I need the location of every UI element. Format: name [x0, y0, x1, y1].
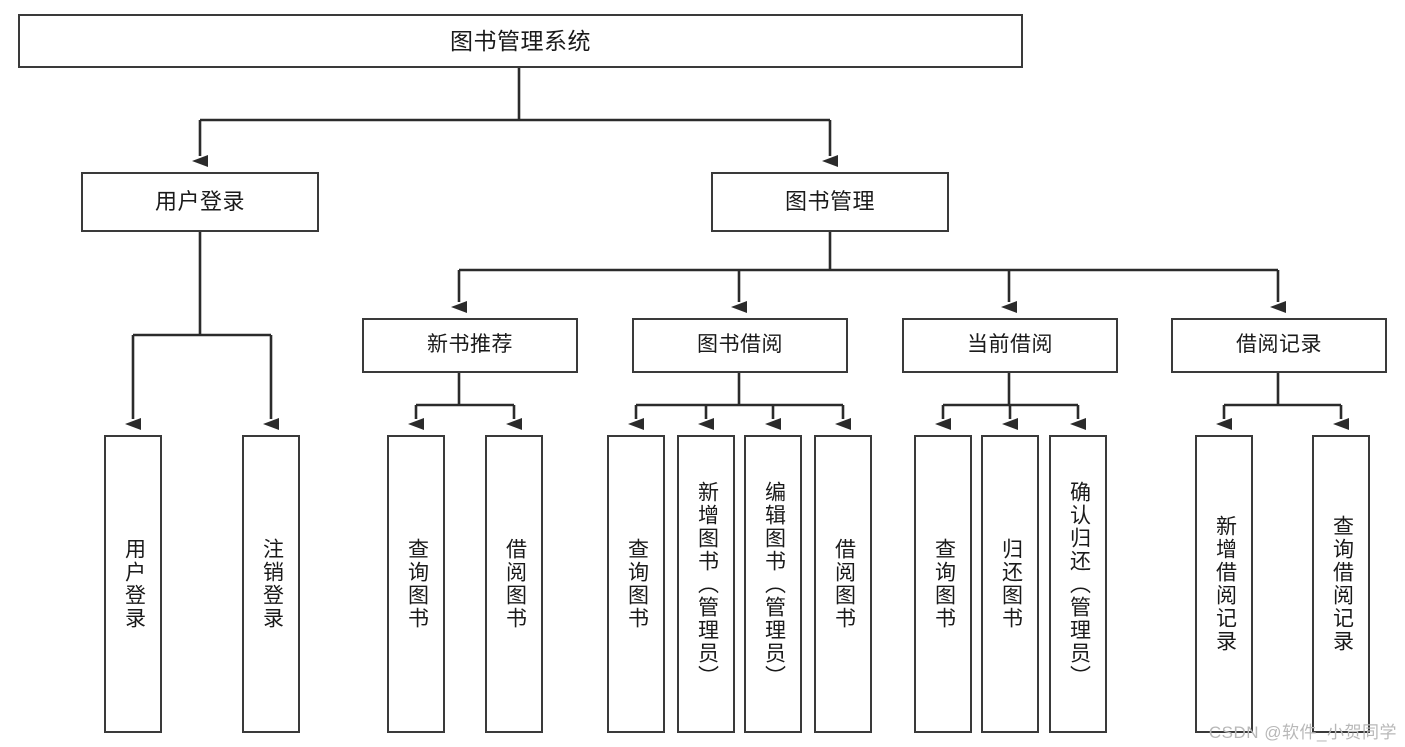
- leaf-new-book-query[interactable]: 查询图书: [387, 435, 445, 733]
- leaf-current-query-book[interactable]: 查询图书: [914, 435, 972, 733]
- node-book-management[interactable]: 图书管理: [711, 172, 949, 232]
- leaf-borrow-edit-book[interactable]: 编辑图书（管理员）: [744, 435, 802, 733]
- leaf-borrow-add-book-label: 新增图书（管理员）: [695, 480, 719, 688]
- leaf-new-book-borrow[interactable]: 借阅图书: [485, 435, 543, 733]
- leaf-borrow-add-book[interactable]: 新增图书（管理员）: [677, 435, 735, 733]
- watermark: CSDN @软件_小贺同学: [1208, 723, 1397, 742]
- leaf-current-return-book-label: 归还图书: [999, 538, 1023, 630]
- leaf-borrow-borrow-book-label: 借阅图书: [832, 538, 856, 630]
- leaf-record-add[interactable]: 新增借阅记录: [1195, 435, 1253, 733]
- leaf-current-query-book-label: 查询图书: [932, 538, 956, 630]
- node-new-book-recommend-label: 新书推荐: [427, 333, 513, 357]
- leaf-borrow-query-book[interactable]: 查询图书: [607, 435, 665, 733]
- node-user-login-label: 用户登录: [154, 189, 245, 215]
- node-borrow-record-label: 借阅记录: [1236, 333, 1322, 357]
- leaf-user-login-login[interactable]: 用户登录: [104, 435, 162, 733]
- leaf-current-confirm-return-label: 确认归还（管理员）: [1067, 480, 1091, 688]
- leaf-borrow-borrow-book[interactable]: 借阅图书: [814, 435, 872, 733]
- leaf-new-book-borrow-label: 借阅图书: [503, 538, 527, 630]
- node-root-label: 图书管理系统: [450, 27, 591, 54]
- node-new-book-recommend[interactable]: 新书推荐: [362, 318, 578, 373]
- node-book-borrow-label: 图书借阅: [697, 333, 783, 357]
- node-book-management-label: 图书管理: [784, 189, 875, 215]
- node-user-login[interactable]: 用户登录: [81, 172, 319, 232]
- leaf-borrow-query-book-label: 查询图书: [625, 538, 649, 630]
- leaf-user-login-logout-label: 注销登录: [260, 538, 284, 630]
- leaf-current-confirm-return[interactable]: 确认归还（管理员）: [1049, 435, 1107, 733]
- node-current-borrow-label: 当前借阅: [967, 333, 1053, 357]
- leaf-record-query-label: 查询借阅记录: [1330, 515, 1354, 653]
- leaf-record-query[interactable]: 查询借阅记录: [1312, 435, 1370, 733]
- leaf-user-login-login-label: 用户登录: [122, 538, 146, 630]
- leaf-borrow-edit-book-label: 编辑图书（管理员）: [762, 480, 786, 688]
- leaf-new-book-query-label: 查询图书: [405, 538, 429, 630]
- leaf-user-login-logout[interactable]: 注销登录: [242, 435, 300, 733]
- leaf-record-add-label: 新增借阅记录: [1213, 515, 1237, 653]
- node-book-borrow[interactable]: 图书借阅: [632, 318, 848, 373]
- node-current-borrow[interactable]: 当前借阅: [902, 318, 1118, 373]
- node-root[interactable]: 图书管理系统: [18, 14, 1023, 68]
- node-borrow-record[interactable]: 借阅记录: [1171, 318, 1387, 373]
- leaf-current-return-book[interactable]: 归还图书: [981, 435, 1039, 733]
